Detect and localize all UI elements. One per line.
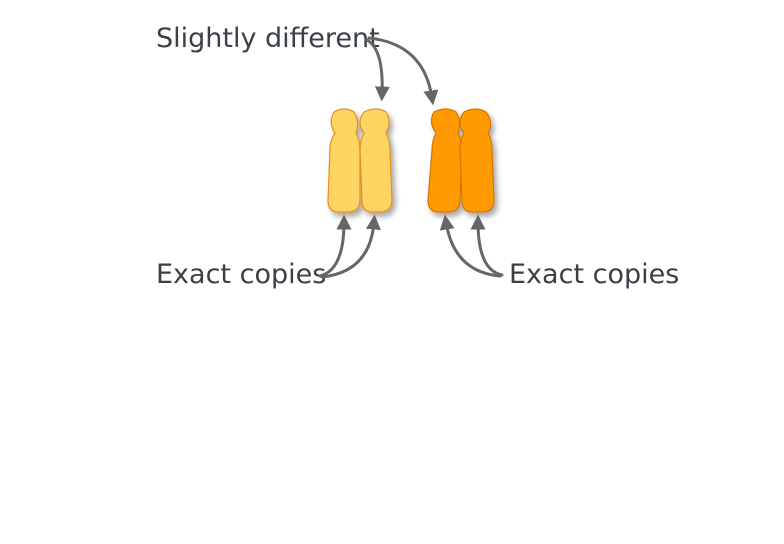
label-exact-copies-left: Exact copies	[156, 259, 326, 290]
chromosome-pair-left	[327, 108, 393, 213]
chromatid-left-a	[327, 108, 361, 213]
chromatid-right-a	[427, 108, 463, 213]
label-slightly-different: Slightly different	[156, 23, 380, 54]
arrow-right-copies-a	[439, 214, 502, 278]
label-exact-copies-right: Exact copies	[509, 259, 679, 290]
arrow-top-to-left-pair	[365, 38, 390, 102]
arrow-left-copies-a	[318, 214, 352, 278]
arrow-left-copies-b	[320, 214, 381, 279]
arrow-top-to-right-pair	[367, 36, 439, 106]
chromosome-pair-right	[427, 108, 495, 213]
chromatid-right-b	[459, 108, 495, 213]
arrow-right-copies-b	[470, 214, 504, 277]
chromatid-left-b	[359, 108, 393, 213]
